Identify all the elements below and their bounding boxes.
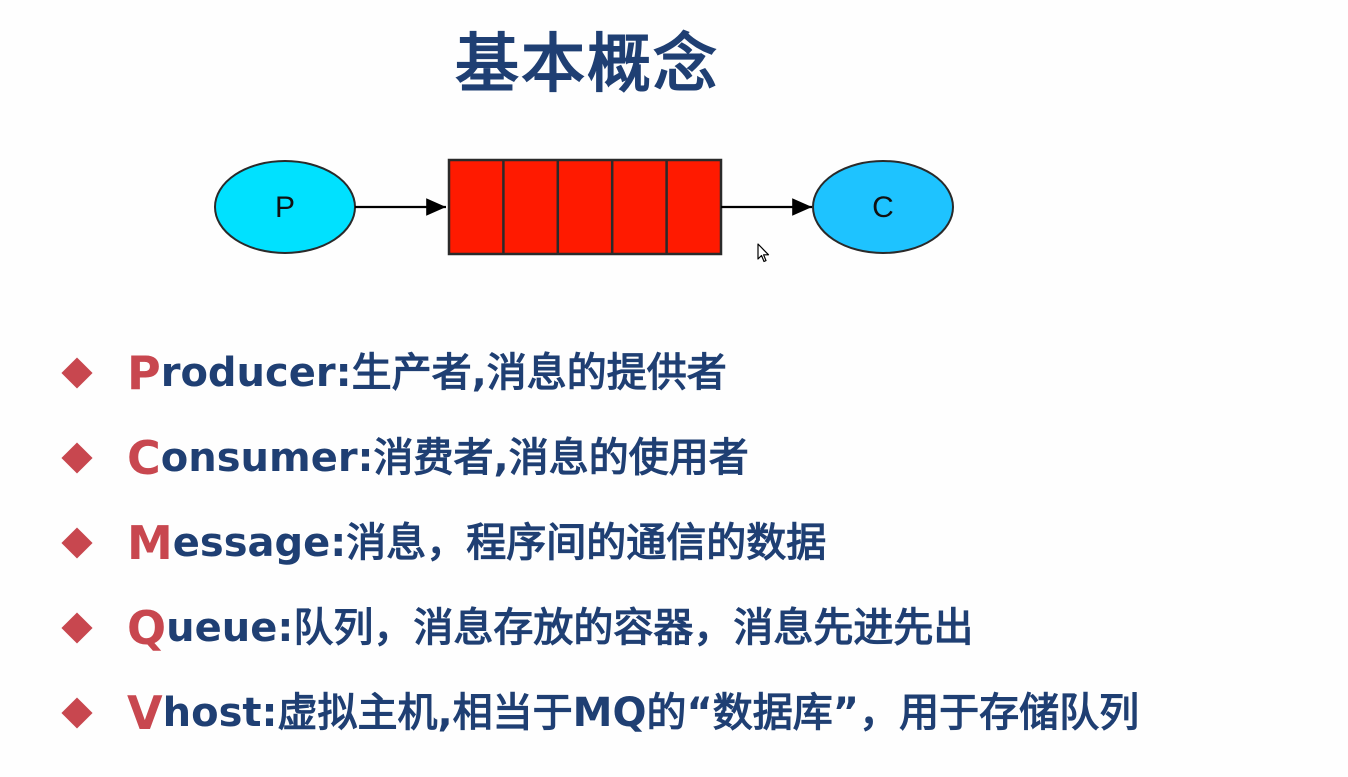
message-queue [447, 158, 723, 256]
producer-label: P [275, 191, 295, 224]
term-description: host:虚拟主机,相当于MQ的“数据库”，用于存储队列 [162, 689, 1140, 736]
queue-box [447, 158, 723, 256]
queue-diagram: P C [214, 158, 954, 256]
mouse-cursor-icon [757, 243, 770, 263]
term-initial: P [127, 345, 161, 400]
diamond-bullet-icon [61, 611, 93, 644]
term-initial: M [127, 515, 173, 570]
page-title: 基本概念 [455, 28, 719, 102]
term-description: ueue:队列，消息存放的容器，消息先进先出 [166, 604, 974, 651]
diamond-bullet-icon [61, 356, 93, 389]
term-initial: C [127, 430, 161, 485]
consumer-label: C [872, 191, 894, 224]
term-description: essage:消息，程序间的通信的数据 [172, 519, 827, 566]
term-initial: Q [127, 600, 167, 655]
diamond-bullet-icon [61, 696, 93, 729]
term-description: roducer:生产者,消息的提供者 [160, 349, 727, 396]
diamond-bullet-icon [61, 441, 93, 474]
term-description: onsumer:消费者,消息的使用者 [160, 434, 749, 481]
diamond-bullet-icon [61, 526, 93, 559]
consumer-node [812, 160, 954, 254]
term-initial: V [127, 685, 163, 740]
